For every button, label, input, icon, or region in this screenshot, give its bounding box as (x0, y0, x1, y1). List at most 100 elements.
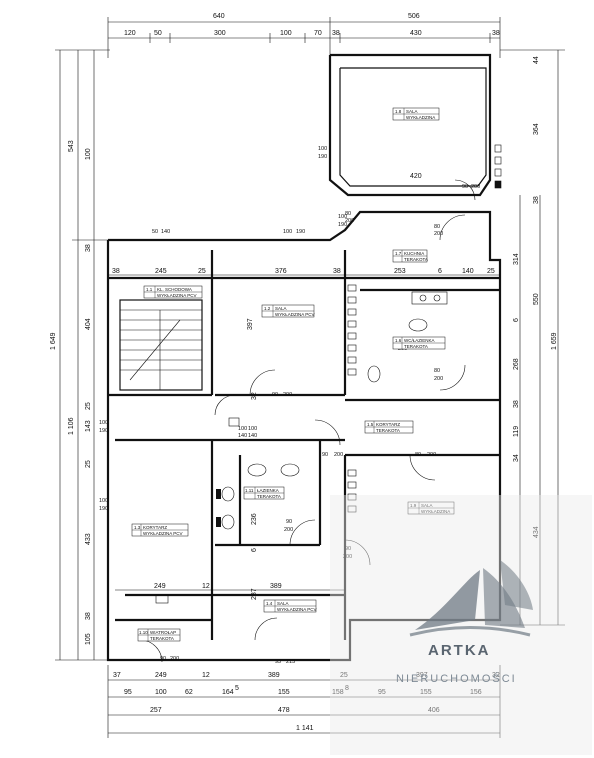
dim-in-25b: 25 (487, 268, 495, 275)
opening-label: 90 (345, 546, 351, 552)
right-dimensions: 1 659 550 434 44 364 38 314 6 268 38 119… (500, 49, 565, 626)
dim-top-70: 70 (314, 30, 322, 37)
dim-in-32: 32 (251, 392, 258, 400)
dim-right-34: 34 (513, 454, 520, 462)
dim-in-236: 236 (251, 513, 258, 525)
room-code: 1.4 (266, 601, 273, 606)
left-dimensions: 1 649 543 1 106 100 38 404 25 143 25 433… (50, 49, 110, 661)
inner-dimensions: 38 245 25 376 38 253 6 140 25 420 397 23… (108, 173, 500, 600)
fixtures (155, 144, 502, 604)
opening-label: 140 (161, 229, 170, 235)
opening-label: 140 (248, 433, 257, 439)
dim-left-143: 143 (85, 420, 92, 432)
room-label-1-3: 1.3 KORYTARZ WYKŁADZINA PCV (131, 523, 189, 537)
opening-label: 80 (345, 211, 351, 217)
dim-left-bottom: 1 106 (68, 417, 75, 435)
opening-label: 95 (275, 659, 281, 665)
opening-label: 200 (283, 392, 292, 398)
room-label-1-11: 1.11 ŁAZIENKA TERAKOTA (243, 486, 285, 500)
dim-top-38b: 38 (492, 30, 500, 37)
room-code: 1.9 (410, 503, 417, 508)
opening-label: 100 (283, 229, 292, 235)
dim-left-38a: 38 (85, 244, 92, 252)
dim-in-253: 253 (394, 268, 406, 275)
dim-in-397: 397 (247, 318, 254, 330)
dim-top-left-total: 640 (213, 13, 225, 20)
dim-b1-32: 32 (492, 672, 500, 679)
opening-label: 200 (427, 452, 436, 458)
dim-b1-397: 397 (416, 672, 428, 679)
dim-b2-100: 100 (155, 689, 167, 696)
dim-top-right-total: 506 (408, 13, 420, 20)
opening-label: 100 (318, 146, 327, 152)
dim-in-140: 140 (462, 268, 474, 275)
dim-in-420: 420 (410, 173, 422, 180)
opening-label: 140 (238, 433, 247, 439)
opening-label: 50 (152, 229, 158, 235)
room-label-1-7: 1.7 KUCHNIA TERAKOTA (392, 249, 428, 263)
room-name: SALA (406, 109, 418, 114)
opening-label: 90 (462, 184, 468, 190)
room-floor: TERAKOTA (404, 257, 428, 262)
opening-label: 200 (471, 184, 480, 190)
opening-label: 80 (415, 452, 421, 458)
room-name: SALA (275, 306, 287, 311)
room-label-1-1: 1.1 KL. SCHODOWA WYKŁADZINA PCV (143, 285, 203, 299)
dim-in-12: 12 (202, 583, 210, 590)
room-name: KORYTARZ (143, 525, 167, 530)
opening-label: 200 (334, 452, 343, 458)
room-label-1-9: 1.9 SALA WYKŁADZINA (407, 501, 455, 515)
room-name: KORYTARZ (376, 422, 400, 427)
dim-b2-155b: 155 (420, 689, 432, 696)
opening-label: 200 (170, 656, 179, 662)
opening-label: 100 (238, 426, 247, 432)
dim-in-6: 6 (438, 268, 442, 275)
dim-b1-389: 389 (268, 672, 280, 679)
room-floor: TERAKOTA (257, 494, 281, 499)
dim-right-6: 6 (513, 318, 520, 322)
dim-right-364: 364 (533, 123, 540, 135)
dim-in-38b: 38 (333, 268, 341, 275)
opening-label: 190 (296, 229, 305, 235)
dim-left-total: 1 649 (50, 332, 57, 350)
dim-b2-158: 158 (332, 689, 344, 696)
dim-b2-95b: 95 (378, 689, 386, 696)
opening-label: 90 (160, 656, 166, 662)
opening-label: 200 (284, 527, 293, 533)
room-code: 1.7 (395, 251, 402, 256)
dim-b2-155a: 155 (278, 689, 290, 696)
dim-right-268: 268 (513, 358, 520, 370)
dim-top-300: 300 (214, 30, 226, 37)
dim-top-100: 100 (280, 30, 292, 37)
dim-top-50: 50 (154, 30, 162, 37)
room-code: 1.5 (367, 422, 374, 427)
room-floor: WYKŁADZINA PCV (143, 531, 183, 536)
sail-logo-icon (409, 560, 533, 637)
room-code: 1.3 (134, 525, 141, 530)
dim-b2-8: 8 (345, 685, 349, 692)
opening-label: 200 (434, 376, 443, 382)
room-label-1-6: 1.6 WC/ŁAZIENKA TERAKOTA (392, 336, 446, 350)
room-name: KL. SCHODOWA (157, 287, 192, 292)
dim-in-376: 376 (275, 268, 287, 275)
opening-label: 200 (345, 218, 354, 224)
watermark-panel (330, 495, 592, 755)
room-code: 1.6 (395, 338, 402, 343)
dim-right-44: 44 (533, 56, 540, 64)
room-name: ŁAZIENKA (257, 488, 279, 493)
dim-b1-12: 12 (202, 672, 210, 679)
watermark-subtitle: NIERUCHOMOŚCI (396, 673, 517, 685)
room-code: 1.2 (264, 306, 271, 311)
top-dimensions: 640 506 120 50 300 100 70 38 430 38 (107, 13, 501, 58)
dim-in-249: 249 (154, 583, 166, 590)
dim-top-120: 120 (124, 30, 136, 37)
room-code: 1.10 (139, 630, 148, 635)
room-code: 1.1 (146, 287, 153, 292)
watermark: ARTKA NIERUCHOMOŚCI (330, 495, 592, 755)
room-floor: WYKŁADZINA (421, 509, 450, 514)
opening-label: 200 (343, 554, 352, 560)
dim-in-38: 38 (112, 268, 120, 275)
dim-right-38a: 38 (533, 196, 540, 204)
dim-left-25a: 25 (85, 402, 92, 410)
